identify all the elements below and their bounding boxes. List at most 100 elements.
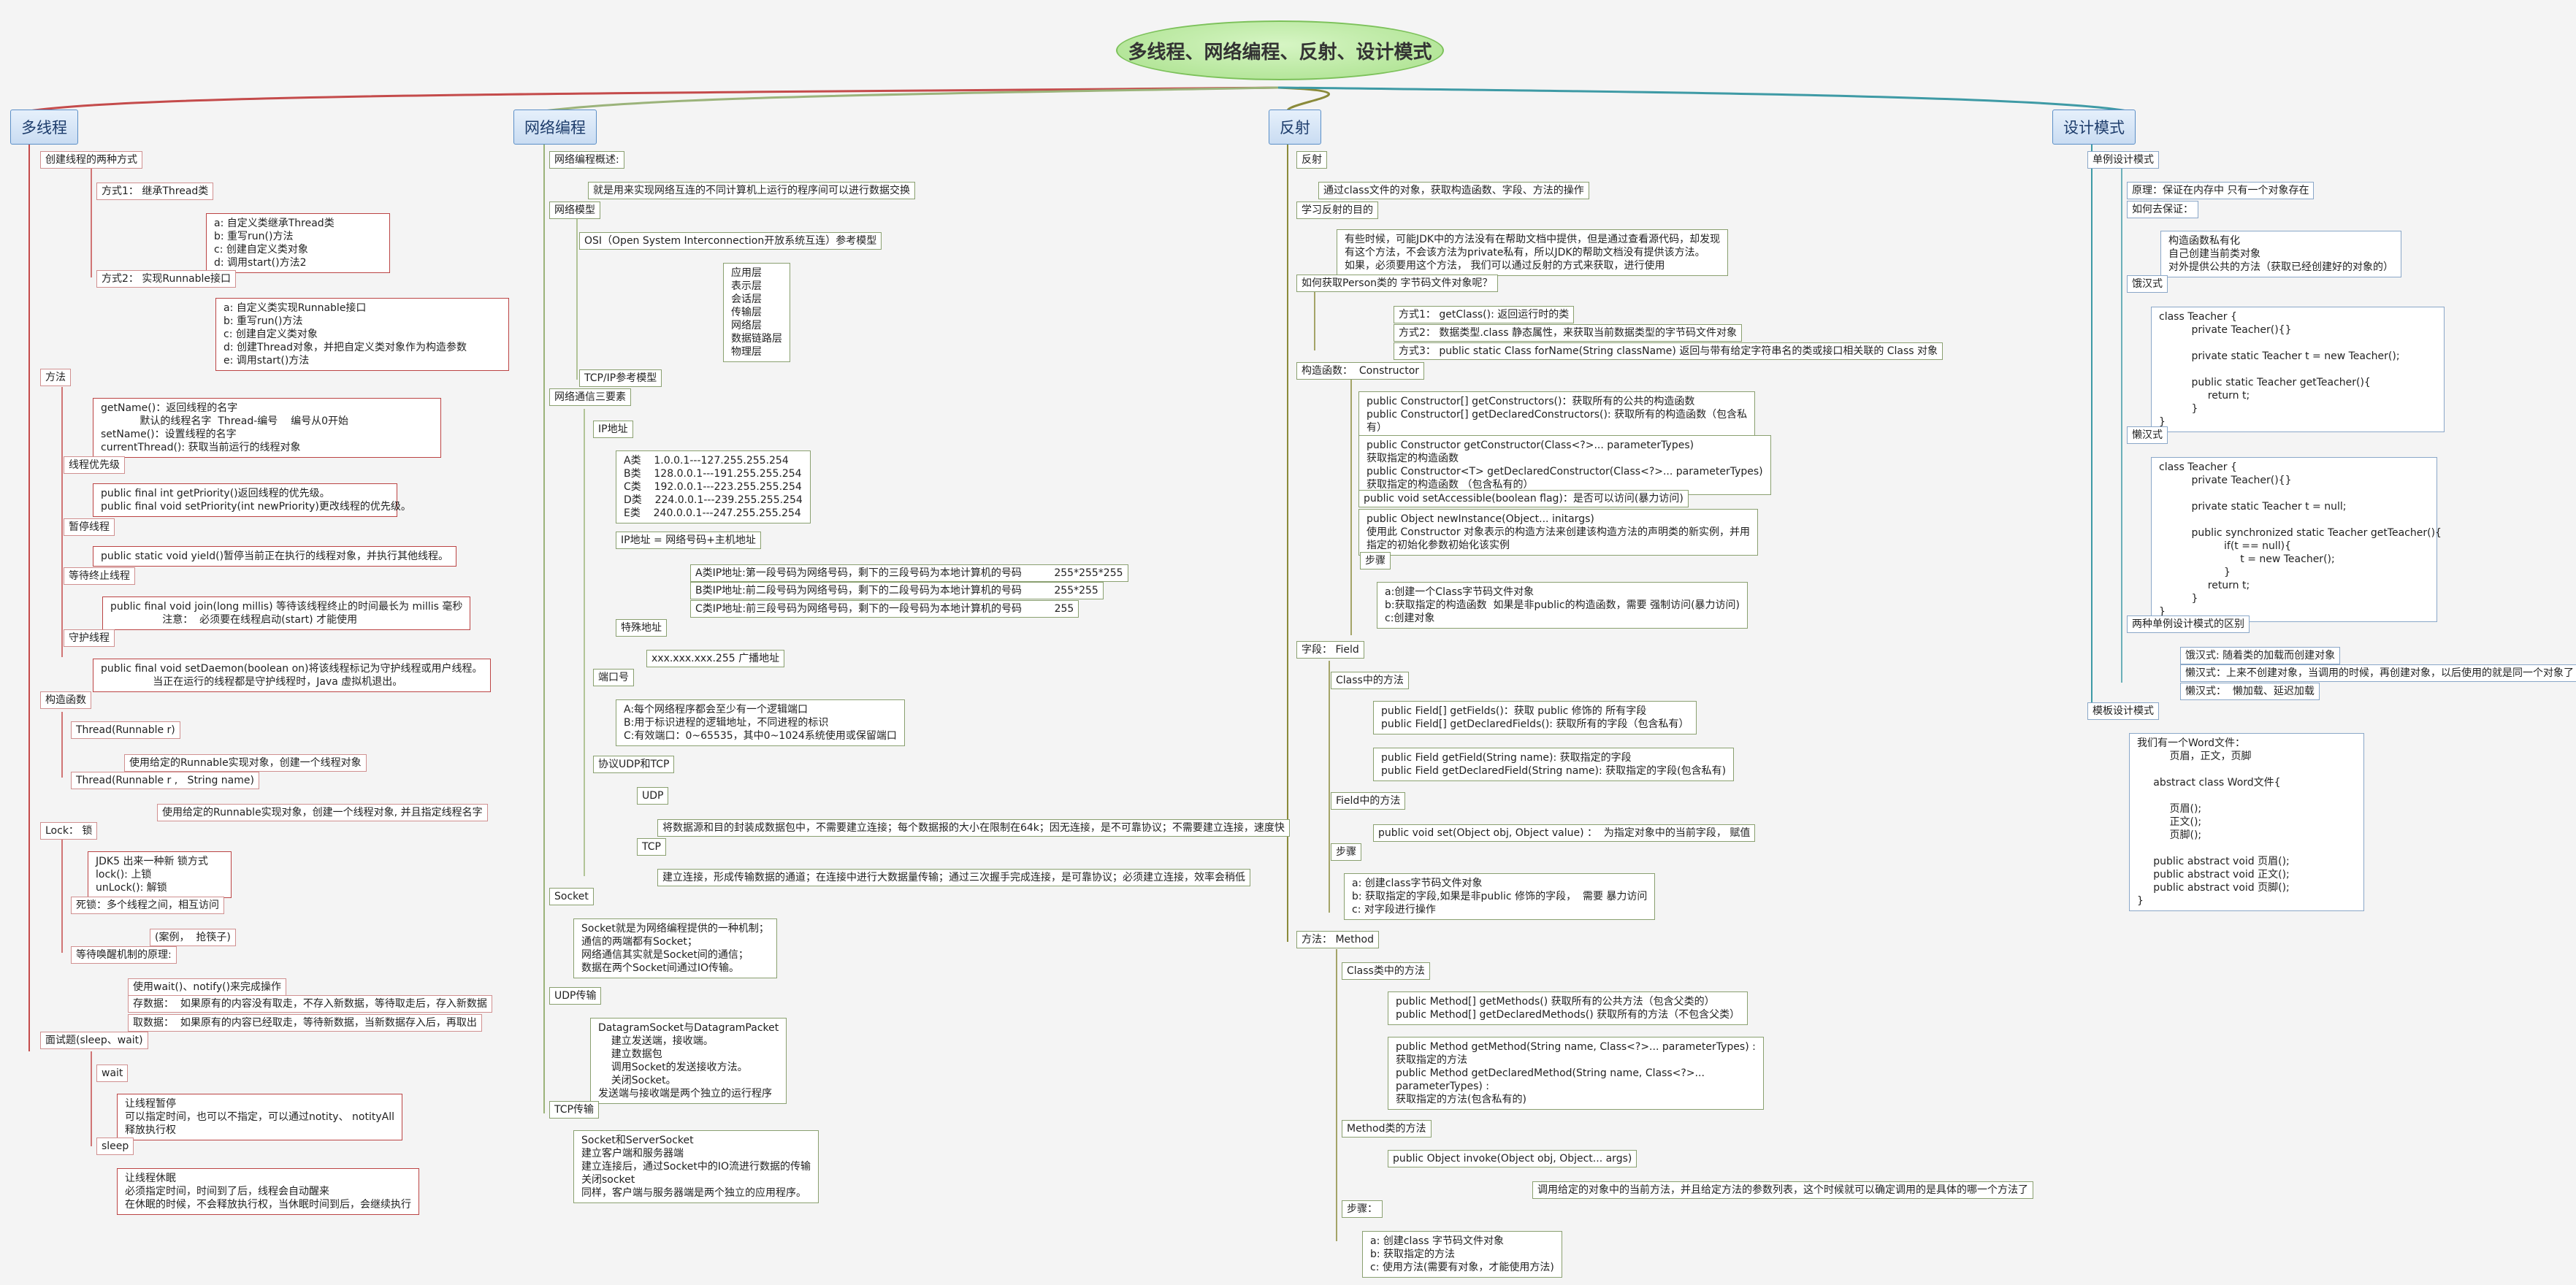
net-protocol-title[interactable]: 协议UDP和TCP <box>593 756 675 773</box>
root-to-reflection-line <box>1277 86 1330 112</box>
refl-text: 通过class文件的对象，获取构造函数、字段、方法的操作 <box>1318 182 1589 199</box>
thread-ctor2-desc: 使用给定的Runnable实现对象，创建一个线程对象, 并且指定线程名字 <box>157 804 488 821</box>
thread-pause-text: public static void yield()暂停当前正在执行的线程对象，… <box>93 546 457 567</box>
design-how-text: 构造函数私有化 自己创建当前类对象 对外提供公共的方法（获取已经创建好的对象的） <box>2160 231 2401 277</box>
refl-get2: 方式2： 数据类型.class 静态属性，来获取当前数据类型的字节码文件对象 <box>1394 324 1743 342</box>
refl-field-b: public Field getField(String name): 获取指定… <box>1373 748 1735 781</box>
refl-ctor-c: public void setAccessible(boolean flag)：… <box>1358 490 1689 507</box>
branch-network[interactable]: 网络编程 <box>513 110 597 145</box>
thread-waitend-text: public final void join(long millis) 等待该线… <box>102 597 471 630</box>
thread-ctor-title[interactable]: 构造函数 <box>40 691 91 709</box>
net-osi-title[interactable]: OSI（Open System Interconnection开放系统互连）参考… <box>579 232 882 250</box>
refl-ctor-steps: a:创建一个Class字节码文件对象 b:获取指定的构造函数 如果是非publi… <box>1377 582 1748 629</box>
thread-deadlock-title[interactable]: 死锁：多个线程之间，相互访问 <box>71 897 224 914</box>
net-special-text: xxx.xxx.xxx.255 广播地址 <box>646 650 785 667</box>
refl-method-title[interactable]: 方法： Method <box>1296 931 1379 948</box>
thread-priority-text: public final int getPriority()返回线程的优先级。 … <box>93 483 411 517</box>
root-to-network-line <box>543 86 1279 112</box>
refl-method-steps: a: 创建class 字节码文件对象 b: 获取指定的方法 c: 使用方法(需要… <box>1362 1231 1562 1278</box>
thread-wake2: 存数据： 如果原有的内容没有取走，不存入新数据，等待取走后，存入新数据 <box>128 995 492 1013</box>
refl-field-set: public void set(Object obj, Object value… <box>1373 824 1756 842</box>
net-overview-text: 就是用来实现网络互连的不同计算机上运行的程序间可以进行数据交换 <box>588 182 915 199</box>
refl-field-class[interactable]: Class中的方法 <box>1331 672 1409 689</box>
refl-method-a: public Method[] getMethods() 获取所有的公共方法（包… <box>1388 991 1748 1025</box>
net-ip-b: B类IP地址:前二段号码为网络号码，剩下的二段号码为本地计算机的号码 255*2… <box>690 582 1104 599</box>
design-lazy-code: class Teacher { private Teacher(){} priv… <box>2151 457 2442 622</box>
root-topic[interactable]: 多线程、网络编程、反射、设计模式 <box>1116 20 1444 80</box>
thread-wait-text: 让线程暂停 可以指定时间，也可以不指定，可以通过notity、 notityAl… <box>117 1094 402 1140</box>
refl-method-class[interactable]: Class类中的方法 <box>1342 962 1430 980</box>
thread-ctor1[interactable]: Thread(Runnable r) <box>71 721 180 739</box>
design-singleton-title[interactable]: 单例设计模式 <box>2087 151 2159 169</box>
net-ip-title[interactable]: IP地址 <box>593 421 633 438</box>
thread-create-title[interactable]: 创建线程的两种方式 <box>40 151 142 169</box>
thread-methods-text: getName()：返回线程的名字 默认的线程名字 Thread-编号 编号从0… <box>93 398 441 458</box>
branch-reflection[interactable]: 反射 <box>1269 110 1321 145</box>
net-udp-text: 将数据源和目的封装成数据包中，不需要建立连接；每个数据报的大小在限制在64k；因… <box>657 819 1290 837</box>
thread-interview-title[interactable]: 面试题(sleep、wait) <box>40 1032 148 1049</box>
design-how-title[interactable]: 如何去保证： <box>2127 201 2198 218</box>
refl-method-steps-label[interactable]: 步骤： <box>1342 1200 1383 1218</box>
refl-field-steps: a: 创建class字节码文件对象 b: 获取指定的字段,如果是非public … <box>1344 873 1656 920</box>
thread-methods-title[interactable]: 方法 <box>40 369 71 386</box>
refl-get3: 方式3： public static Class forName(String … <box>1394 342 1944 360</box>
thread-lock-title[interactable]: Lock： 锁 <box>40 822 98 840</box>
refl-ctor-d: public Object newInstance(Object... init… <box>1358 509 1759 556</box>
branch-thread[interactable]: 多线程 <box>10 110 78 145</box>
net-special-title[interactable]: 特殊地址 <box>616 619 667 637</box>
net-socket-title[interactable]: Socket <box>549 888 594 905</box>
net-model-title[interactable]: 网络模型 <box>549 202 600 219</box>
thread-lock-text: JDK5 出来一种新 锁方式 lock(): 上锁 unLock(): 解锁 <box>88 851 232 898</box>
refl-title[interactable]: 反射 <box>1296 151 1327 169</box>
thread-wait-label[interactable]: wait <box>96 1065 129 1082</box>
design-lazy-title[interactable]: 懒汉式 <box>2127 426 2168 444</box>
refl-method-methods[interactable]: Method类的方法 <box>1342 1120 1432 1138</box>
thread-wake1: 使用wait()、notify()来完成操作 <box>128 978 287 996</box>
thread-waitend-title[interactable]: 等待终止线程 <box>64 567 135 585</box>
net-tcpt-title[interactable]: TCP传输 <box>549 1101 599 1119</box>
thread-way2-steps: a: 自定义类实现Runnable接口 b: 重写run()方法 c: 创建自定… <box>215 298 509 371</box>
net-udpt-text: DatagramSocket与DatagramPacket 建立发送端，接收端。… <box>590 1018 787 1104</box>
net-osi-layers: 应用层 表示层 会话层 传输层 网络层 数据链路层 物理层 <box>723 263 790 362</box>
root-to-thread-line <box>28 86 1279 112</box>
design-hungry-title[interactable]: 饿汉式 <box>2127 275 2168 293</box>
design-template-title[interactable]: 模板设计模式 <box>2087 702 2159 720</box>
root-to-design-line <box>1277 86 2128 112</box>
thread-wake-title[interactable]: 等待唤醒机制的原理: <box>71 946 177 964</box>
thread-priority-title[interactable]: 线程优先级 <box>64 456 125 474</box>
thread-deadlock-text: (案例， 抢筷子) <box>150 929 236 946</box>
design-diff2: 懒汉式：上来不创建对象，当调用的时候，再创建对象，以后使用的就是同一个对象了 <box>2180 664 2576 682</box>
refl-field-steps-label[interactable]: 步骤 <box>1331 843 1361 861</box>
refl-get1: 方式1： getClass(): 返回运行时的类 <box>1394 306 1575 323</box>
design-diff-title[interactable]: 两种单例设计模式的区别 <box>2127 615 2250 633</box>
refl-ctor-steps-label[interactable]: 步骤 <box>1360 552 1391 569</box>
net-tcpip-title[interactable]: TCP/IP参考模型 <box>579 369 662 387</box>
net-tcp-label[interactable]: TCP <box>637 838 666 856</box>
net-ip-classes: A类 1.0.0.1---127.255.255.254 B类 128.0.0.… <box>616 450 811 523</box>
thread-way2-title[interactable]: 方式2： 实现Runnable接口 <box>96 270 237 288</box>
thread-ctor2[interactable]: Thread(Runnable r , String name) <box>71 772 259 789</box>
net-elements-title[interactable]: 网络通信三要素 <box>549 388 631 406</box>
net-socket-text: Socket就是为网络编程提供的一种机制； 通信的两端都有Socket； 网络通… <box>573 918 777 978</box>
net-udpt-title[interactable]: UDP传输 <box>549 987 602 1005</box>
branch-design[interactable]: 设计模式 <box>2052 110 2136 145</box>
refl-ctor-title[interactable]: 构造函数： Constructor <box>1296 362 1425 380</box>
refl-field-title[interactable]: 字段： Field <box>1296 641 1364 659</box>
thread-daemon-title[interactable]: 守护线程 <box>64 629 115 647</box>
refl-ctor-a: public Constructor[] getConstructors()：获… <box>1358 391 1756 438</box>
net-tcpt-text: Socket和ServerSocket 建立客户端和服务器端 建立连接后，通过S… <box>573 1130 819 1203</box>
net-udp-label[interactable]: UDP <box>637 787 669 805</box>
refl-get-title[interactable]: 如何获取Person类的 字节码文件对象呢？ <box>1296 275 1498 292</box>
refl-field-a: public Field[] getFields()：获取 public 修饰的… <box>1373 701 1697 734</box>
refl-field-methods[interactable]: Field中的方法 <box>1331 792 1406 810</box>
thread-sleep-label[interactable]: sleep <box>96 1138 134 1155</box>
design-principle: 原理：保证在内存中 只有一个对象存在 <box>2127 182 2315 199</box>
thread-pause-title[interactable]: 暂停线程 <box>64 518 115 536</box>
thread-way1-title[interactable]: 方式1： 继承Thread类 <box>96 183 214 200</box>
design-diff3: 懒汉式： 懒加载、延迟加载 <box>2180 683 2320 700</box>
net-overview-title[interactable]: 网络编程概述: <box>549 151 624 169</box>
net-port-title[interactable]: 端口号 <box>593 669 634 686</box>
refl-purpose-title[interactable]: 学习反射的目的 <box>1296 202 1378 219</box>
